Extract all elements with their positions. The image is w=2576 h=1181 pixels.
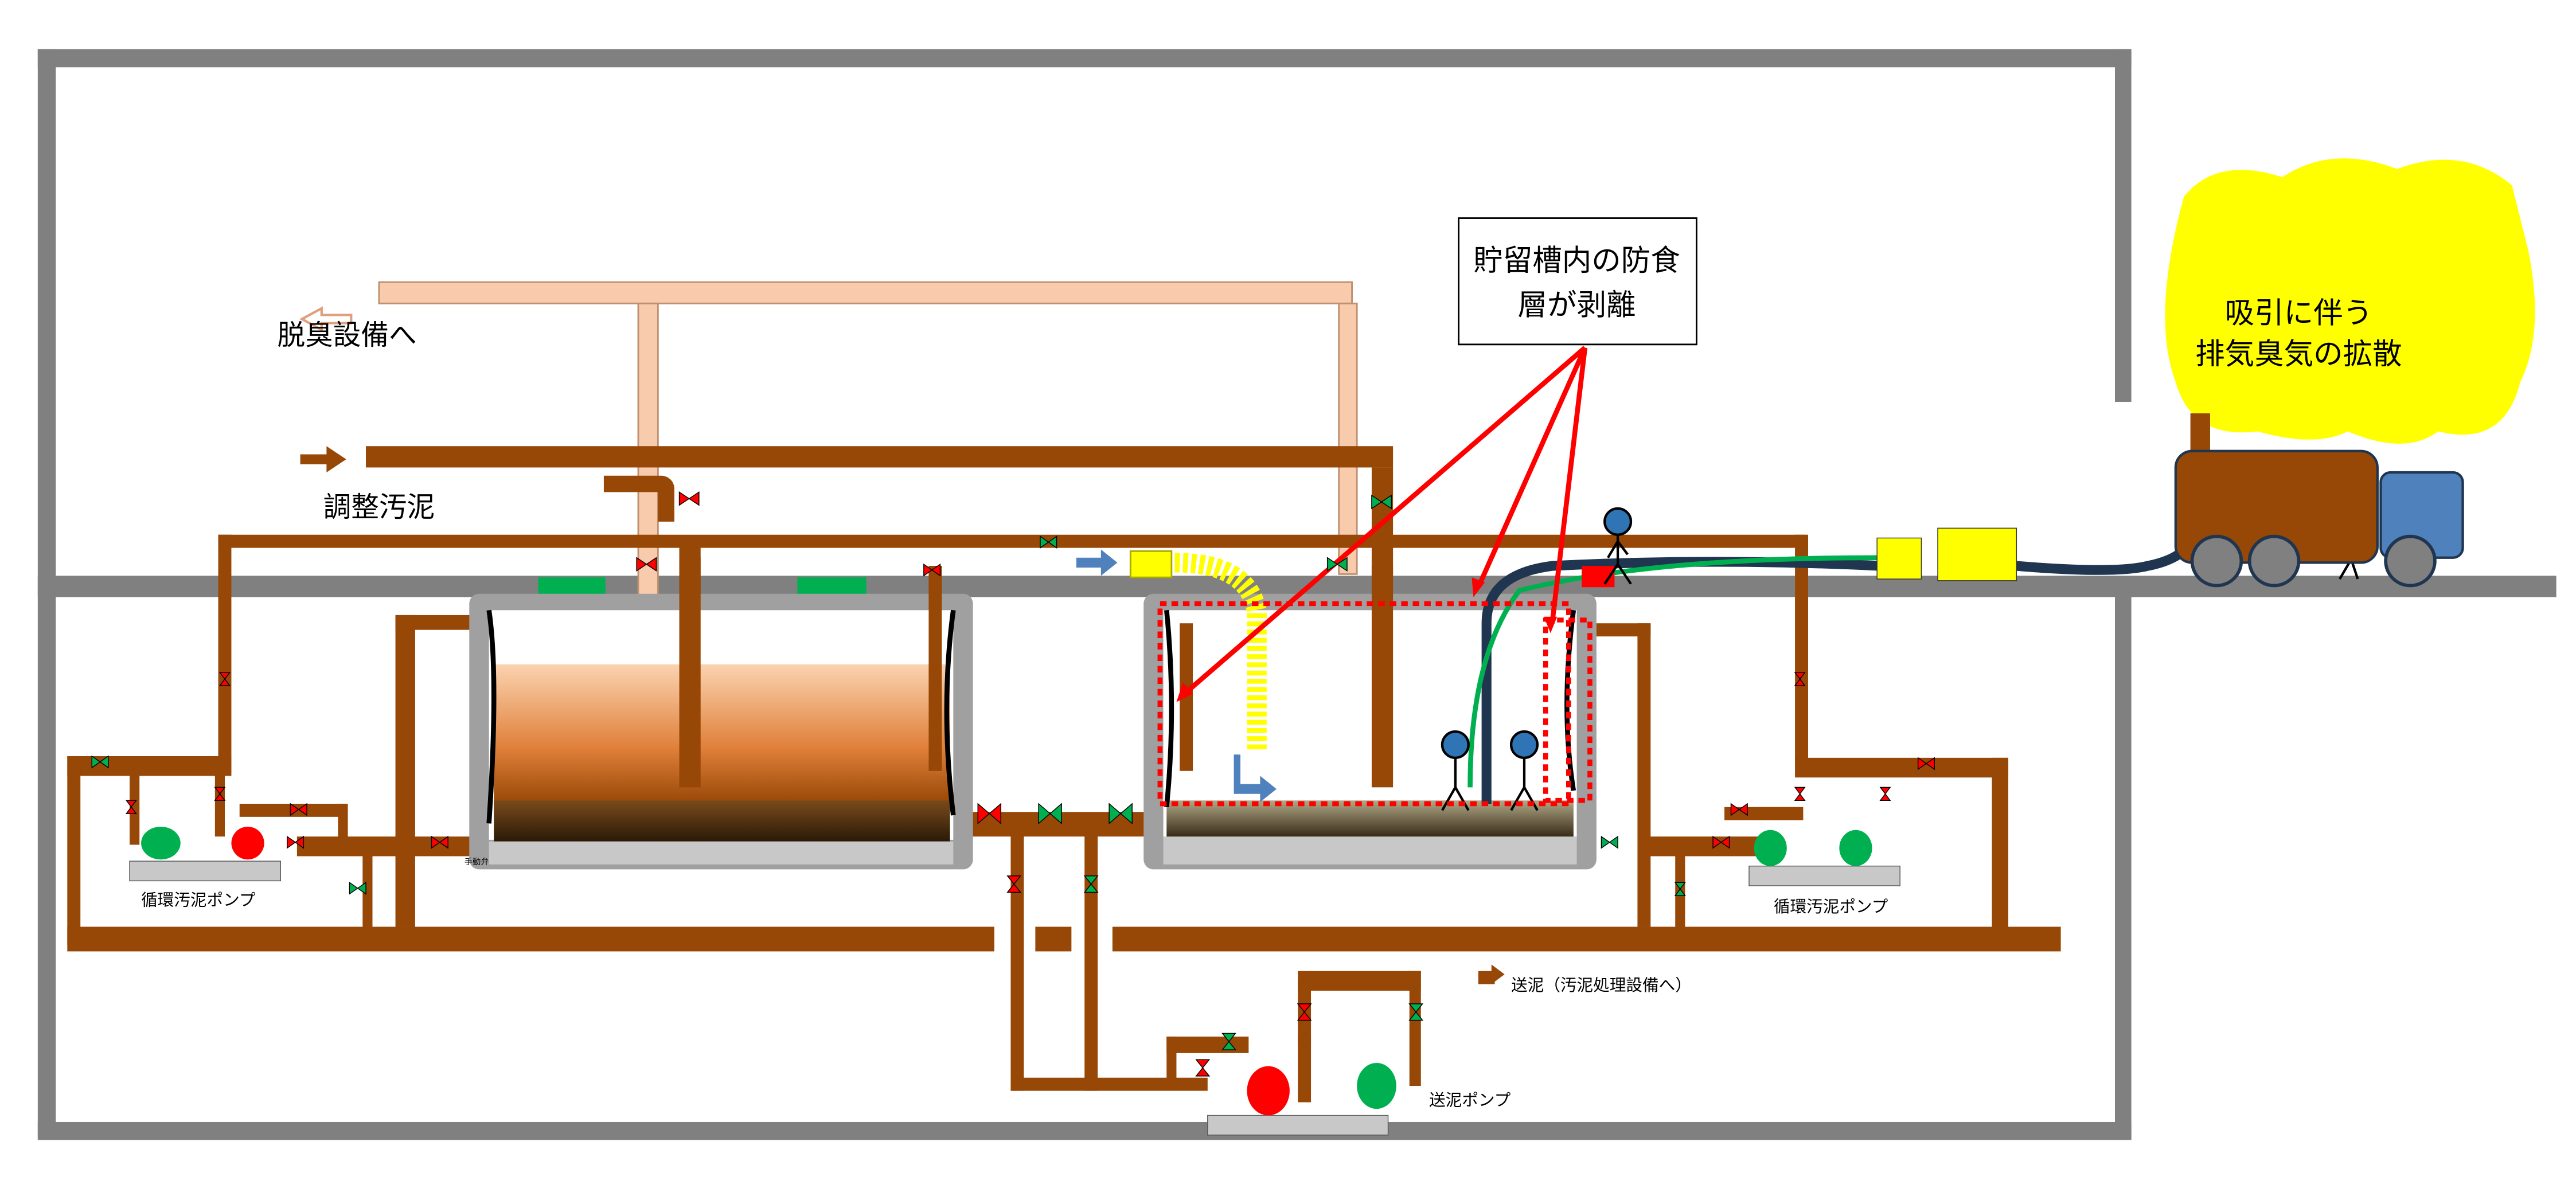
- flow-arrow-icon: [1234, 754, 1277, 803]
- cloud-text-line2: 排気臭気の拡散: [2195, 337, 2402, 371]
- adjusted-sludge-label: 調整汚泥: [323, 491, 435, 523]
- adjusted-sludge-arrow-icon: [300, 446, 346, 472]
- water-hose: [1467, 555, 1878, 788]
- send-pump-label: 送泥ポンプ: [1429, 1090, 1511, 1109]
- pipe: [928, 566, 942, 771]
- damage-area: [1543, 617, 1593, 803]
- pipes: [67, 446, 2061, 1102]
- flow-arrow-icon: [1076, 549, 1118, 576]
- circ-pump-right-label: 循環汚泥ポンプ: [1774, 897, 1888, 916]
- callout-text-line1: 貯留槽内の防食: [1473, 244, 1680, 278]
- valves: [91, 491, 1935, 1077]
- pumps: [129, 827, 1900, 1136]
- pipe: [679, 557, 701, 788]
- manual-valve-label: 手動弁: [465, 857, 489, 867]
- left-storage-tank: [469, 593, 973, 870]
- yellow-unit-small: [1876, 537, 1922, 580]
- pipe: [1371, 566, 1394, 788]
- hose-coupling: [1129, 550, 1173, 578]
- odor-cloud: [2165, 158, 2535, 444]
- send-arrow-icon: [1478, 964, 1505, 984]
- send-sludge-label: 送泥（汚泥処理設備へ）: [1511, 975, 1692, 995]
- vacuum-truck: [2174, 413, 2464, 588]
- inlet-elbow: [603, 475, 674, 522]
- callout-box: [1458, 217, 1697, 346]
- deodorize-arrow-icon: [299, 306, 353, 332]
- callout-arrows: [1176, 346, 1588, 702]
- damage-area: [1157, 601, 1571, 807]
- deodorize-label: 脱臭設備へ: [278, 319, 417, 351]
- cloud-text-line1: 吸引に伴う: [2225, 296, 2373, 331]
- callout-text-line2: 層が剥離: [1518, 288, 1636, 322]
- circ-pump-left-label: 循環汚泥ポンプ: [141, 890, 256, 909]
- yellow-unit-large: [1937, 527, 2017, 581]
- building-walls: [37, 49, 2557, 1140]
